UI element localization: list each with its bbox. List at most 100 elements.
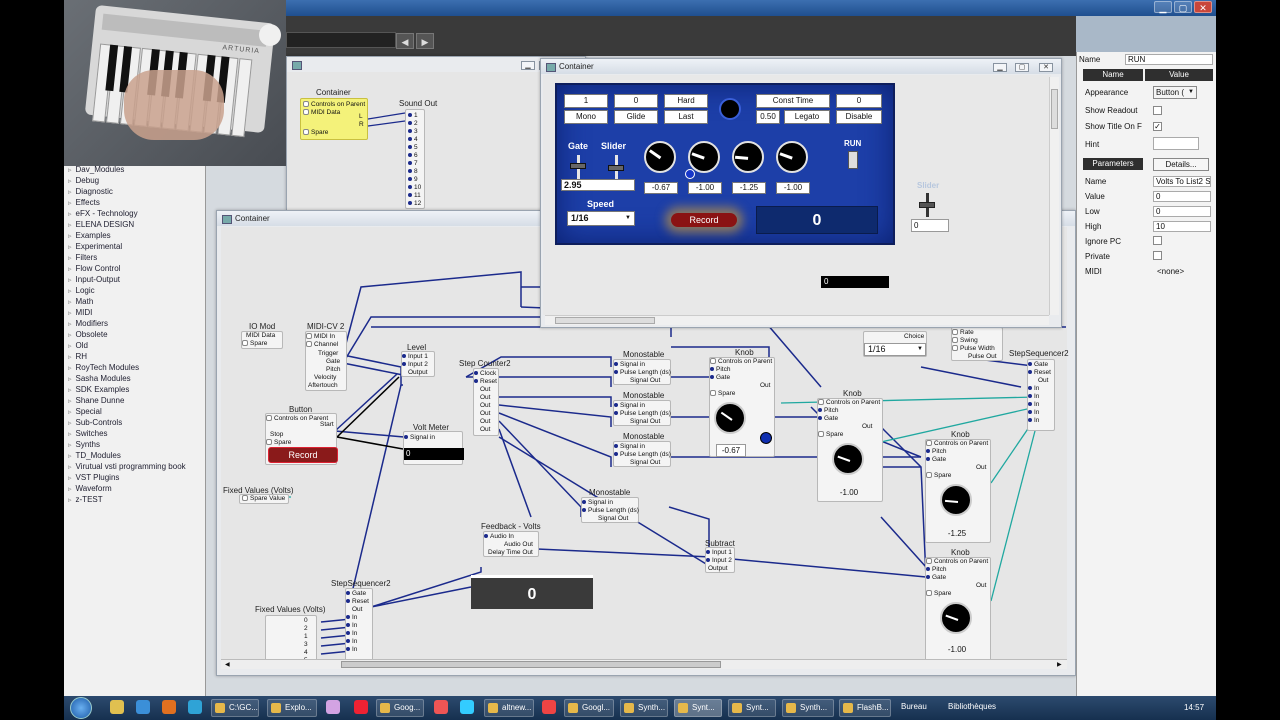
pin[interactable]: Input 1 [402,353,428,361]
tree-item[interactable]: Debug [68,175,100,186]
taskbar-item[interactable]: Explo... [267,699,317,717]
param-name-field[interactable]: Volts To List2 S [1153,176,1211,187]
pin[interactable]: Gate [926,456,946,464]
pin[interactable]: 6 [408,152,418,160]
pin[interactable]: Out [976,582,987,589]
monostable-module[interactable]: Signal in Pulse Length (ds) Signal Out [581,497,639,523]
tree-item[interactable]: Special [68,406,102,417]
tree-item[interactable]: Filters [68,252,98,263]
pin[interactable]: Out [976,464,987,471]
tree-item[interactable]: SDK Examples [68,384,130,395]
pin[interactable]: Reset [1028,369,1051,377]
pin[interactable]: 4 [304,649,308,656]
float-window-titlebar[interactable]: Container [541,59,1061,74]
close-button[interactable]: ✕ [1194,1,1212,13]
pin[interactable]: 0 [304,617,308,624]
app-icon[interactable] [460,700,474,714]
pin[interactable]: MIDI Data [246,332,276,339]
bibliotheques-toolbar[interactable]: Bibliothèques [948,702,997,711]
tree-item[interactable]: Old [68,340,88,351]
scroll-right-icon[interactable]: ▶ [1057,662,1062,668]
pin[interactable]: Input 1 [706,549,732,557]
tree-item[interactable]: Effects [68,197,100,208]
pin[interactable]: Spare [242,340,267,348]
pin[interactable]: Gate [346,590,366,598]
knob-dial[interactable] [688,141,720,173]
scrollbar-thumb[interactable] [555,317,655,324]
knob-module[interactable]: Controls on Parent Pitch Gate Spare Out … [817,398,883,502]
step-sequencer-module[interactable]: Gate Reset Out In In In In In [345,588,373,668]
pin[interactable]: Start [320,421,334,428]
run-toggle[interactable] [848,151,858,169]
scrollbar-thumb[interactable] [1051,89,1058,129]
nav-back-button[interactable]: ◀ [396,33,414,49]
subtract-module[interactable]: Input 1 Input 2 Output [705,547,735,573]
pin[interactable]: Output [708,565,728,572]
float-window-close-button[interactable]: ✕ [1039,63,1053,72]
pin[interactable]: Aftertouch [308,382,338,389]
pin[interactable]: Stop [270,431,284,438]
pin[interactable]: Out [480,402,491,409]
pin[interactable]: Spare [266,439,291,447]
tree-item[interactable]: Diagnostic [68,186,113,197]
start-button[interactable] [70,697,92,719]
pin[interactable]: In [1028,409,1039,417]
feedback-module[interactable]: Audio In Audio Out Delay Time Out [483,531,539,557]
tree-item[interactable]: Logic [68,285,95,296]
button-module[interactable]: Controls on Parent Stop Spare Start Reco… [265,413,338,465]
float-window-minimize-button[interactable]: ▁ [993,63,1007,72]
pin[interactable]: Out [480,394,491,401]
knob-module[interactable]: Controls on Parent Pitch Gate Spare Out … [709,357,775,457]
taskbar-item[interactable]: Synt... [674,699,722,717]
tree-item[interactable]: Modifiers [68,318,108,329]
small-knob-dial[interactable] [719,98,741,120]
midi-cv-module[interactable]: MIDI In Channel Trigger Gate Pitch Veloc… [305,331,347,391]
pin[interactable]: Choice [904,333,925,340]
tree-item[interactable]: Sub-Controls [68,417,123,428]
tree-item[interactable]: VST Plugins [68,472,120,483]
pin[interactable]: Out [480,426,491,433]
pin[interactable]: Pulse Length (ds) [582,507,639,515]
step-counter-module[interactable]: Clock Reset Out Out Out Out Out Out [473,368,499,436]
pin[interactable]: Delay Time Out [488,549,533,556]
tree-item[interactable]: TD_Modules [68,450,121,461]
pin[interactable]: In [1028,401,1039,409]
taskbar-item[interactable]: Synth... [620,699,668,717]
pin[interactable]: Controls on Parent [266,415,328,423]
panel-button[interactable]: Hard [664,94,708,108]
back-window-minimize-button[interactable]: ▁ [521,61,535,70]
monostable-module[interactable]: Signal in Pulse Length (ds) Signal Out [613,441,671,467]
panel-button[interactable]: Mono [564,110,608,124]
high-field[interactable]: 10 [1153,221,1211,232]
tree-item[interactable]: eFX - Technology [68,208,138,219]
pin[interactable]: 9 [408,176,418,184]
pin[interactable]: Velocity [314,374,337,381]
pin[interactable]: Signal in [614,402,645,410]
folder-icon[interactable] [110,700,124,714]
pin[interactable]: Output [408,369,428,376]
pin[interactable]: Out [760,382,771,389]
pin[interactable]: Rate [952,329,974,337]
pin[interactable]: 1 [408,112,418,120]
ie-icon[interactable] [136,700,150,714]
float-window-maximize-button[interactable]: ▢ [1015,63,1029,72]
pin[interactable]: In [1028,385,1039,393]
scrollbar-thumb[interactable] [341,661,721,668]
show-title-checkbox[interactable]: ✓ [1153,122,1162,131]
pin[interactable]: Out [480,410,491,417]
choice-module[interactable]: Choice 1/16▼ [863,331,927,357]
pin[interactable]: Controls on Parent [818,399,880,407]
knob-dial[interactable] [776,141,808,173]
low-field[interactable]: 0 [1153,206,1211,217]
pin-spare[interactable]: Spare [303,129,328,137]
pin[interactable]: Pulse Width [952,345,995,353]
pin[interactable]: 12 [408,200,421,208]
browser-icon[interactable] [188,700,202,714]
pin[interactable]: Spare [710,390,735,398]
taskbar-item[interactable]: Synt... [728,699,776,717]
pin[interactable]: 4 [408,136,418,144]
back-window-titlebar[interactable] [287,57,585,72]
tree-item[interactable]: Dav_Modules [68,164,125,175]
sound-out-module[interactable]: 1 2 3 4 5 6 7 8 9 10 11 12 [405,109,425,209]
details-button[interactable]: Details... [1153,158,1209,171]
